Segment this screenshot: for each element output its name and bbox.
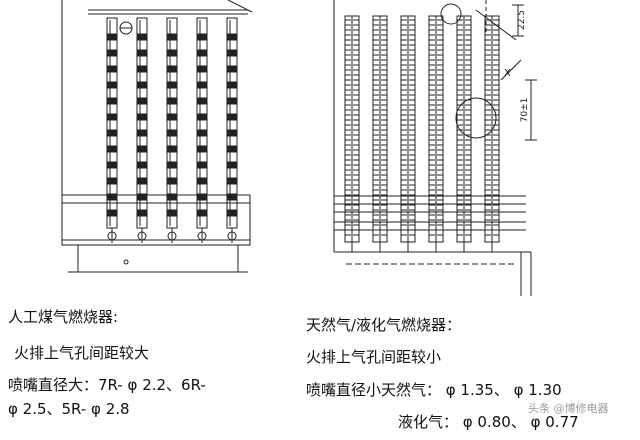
natural-gas-hole-spacing: 火排上气孔间距较小 [306,348,442,366]
left-burner-bar [106,17,118,243]
dim-top-label: 22.5 [517,10,527,30]
town-gas-nozzle-diameter-cont: φ 2.5、5R- φ 2.8 [8,400,130,418]
town-gas-nozzle-diameter: 喷嘴直径大：7R- φ 2.2、6R- [8,376,206,394]
lpg-nozzle-diameter: 液化气： φ 0.80、 φ 0.77 [398,413,579,431]
detail-x-label: X [504,68,511,79]
left-burner-bar [226,17,238,243]
dim-side-label: 70±1 [520,98,530,123]
natural-gas-nozzle-diameter: 喷嘴直径小天然气： φ 1.35、 φ 1.30 [306,381,562,399]
right-burner-bar [372,15,388,252]
natural-gas-burner-drawing: 22.5 70±1 X [333,0,537,296]
left-burner-bar [136,17,148,243]
right-burner-bar [456,15,472,252]
natural-gas-title: 天然气/液化气燃烧器： [306,316,462,334]
right-burner-bar [344,15,360,252]
town-gas-hole-spacing: 火排上气孔间距较大 [14,344,150,362]
left-burner-bar [196,17,208,243]
right-burner-bar [400,15,416,252]
watermark: 头条 @博修电器 [528,402,609,415]
town-gas-title: 人工煤气燃烧器: [8,308,119,326]
right-burner-bar [428,15,444,252]
left-burner-bar [166,17,178,243]
right-burner-bar [484,15,500,252]
town-gas-burner-drawing [61,0,253,273]
